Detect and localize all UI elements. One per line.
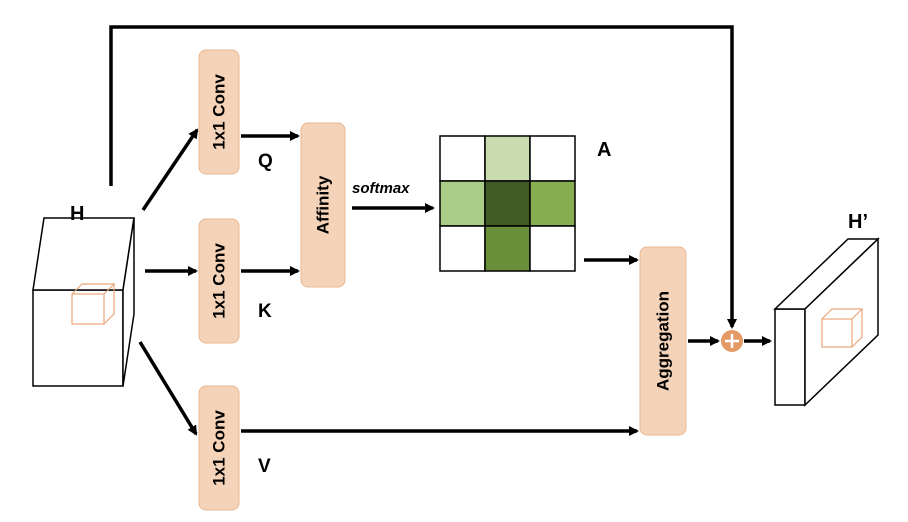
matrix-cell xyxy=(529,225,576,272)
label-q: Q xyxy=(258,151,273,172)
conv-v-label: 1x1 Conv xyxy=(210,410,229,486)
matrix-cell xyxy=(484,135,531,182)
conv-k-label: 1x1 Conv xyxy=(210,243,229,319)
output-feature-map xyxy=(773,237,880,407)
input-feature-map xyxy=(32,217,135,387)
softmax-label: softmax xyxy=(352,180,410,197)
conv-box-k: 1x1 Conv xyxy=(198,218,240,344)
output-label: H’ xyxy=(848,211,868,233)
arrow-to-q-conv xyxy=(141,128,199,211)
conv-q-label: 1x1 Conv xyxy=(210,74,229,150)
cube-icon xyxy=(71,283,116,325)
conv-box-q: 1x1 Conv xyxy=(198,49,240,175)
label-v: V xyxy=(258,456,271,477)
sum-icon xyxy=(721,330,743,352)
affinity-box: Affinity xyxy=(300,122,346,288)
matrix-cell xyxy=(529,180,576,227)
residual-connection-arrow xyxy=(109,25,737,329)
conv-box-v: 1x1 Conv xyxy=(198,385,240,511)
matrix-cell xyxy=(484,225,531,272)
affinity-label: Affinity xyxy=(314,175,333,234)
input-label: H xyxy=(70,203,84,225)
matrix-label: A xyxy=(597,139,611,161)
matrix-cell xyxy=(529,135,576,182)
matrix-cell xyxy=(439,225,486,272)
matrix-cell xyxy=(484,180,531,227)
aggregation-box: Aggregation xyxy=(639,246,687,436)
cube-icon xyxy=(821,308,864,348)
matrix-cell xyxy=(439,135,486,182)
arrow-to-v-conv xyxy=(138,341,198,436)
attention-matrix xyxy=(439,135,576,272)
matrix-cell xyxy=(439,180,486,227)
aggregation-label: Aggregation xyxy=(654,291,673,391)
label-k: K xyxy=(258,301,272,322)
